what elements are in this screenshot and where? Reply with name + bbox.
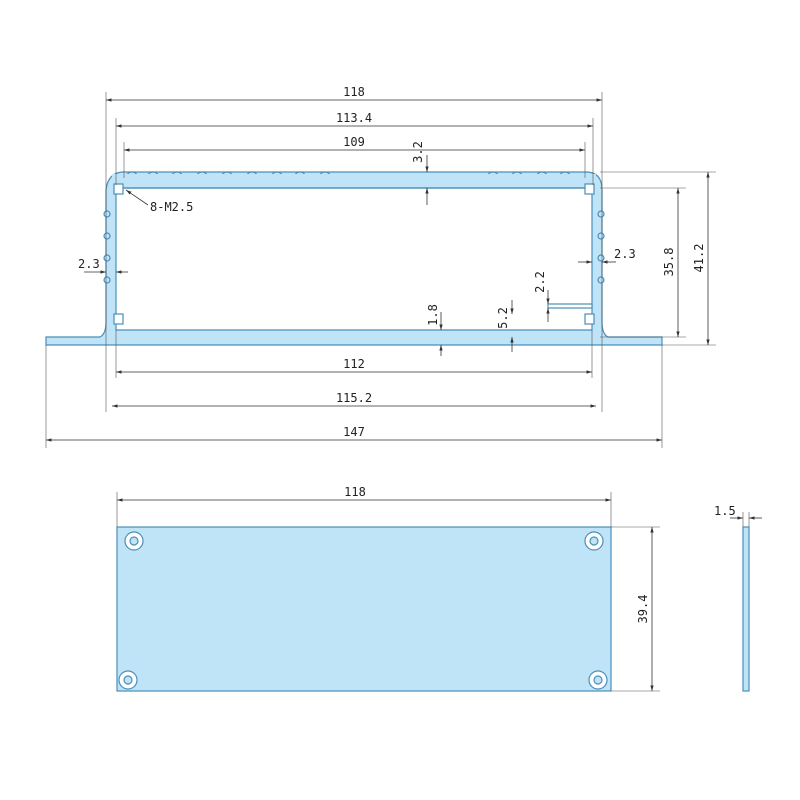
dim-inner-height: 35.8 <box>662 248 676 277</box>
dim-base-width-a: 112 <box>343 357 365 371</box>
dim-left-wall: 2.3 <box>78 257 100 271</box>
dim-plate-thickness: 1.5 <box>714 504 736 518</box>
dim-slot-height: 2.2 <box>533 271 547 293</box>
dim-plate-height: 39.4 <box>636 595 650 624</box>
dim-inner-width-b: 109 <box>343 135 365 149</box>
dim-fin-height: 3.2 <box>411 141 425 163</box>
dim-flange-width: 147 <box>343 425 365 439</box>
mounting-holes <box>118 531 608 690</box>
end-plate-view: 118 39.4 <box>116 485 660 692</box>
dim-base-width-b: 115.2 <box>336 391 372 405</box>
dim-inner-width-a: 113.4 <box>336 111 372 125</box>
dim-thread-callout: 8-M2.5 <box>150 200 193 214</box>
side-view: 1.5 <box>714 504 762 692</box>
dim-base-thickness: 1.8 <box>426 304 440 326</box>
dim-overall-width: 118 <box>343 85 365 99</box>
dim-plate-width: 118 <box>344 485 366 499</box>
inner-slot <box>547 303 593 309</box>
plate-dimension-lines <box>117 498 654 691</box>
profile-dimension-labels: 118 113.4 109 3.2 8-M2.5 2.3 2.3 35.8 41… <box>78 85 706 439</box>
screw-bosses <box>113 183 595 325</box>
profile-extension-lines <box>45 92 716 448</box>
dim-overall-height: 41.2 <box>692 244 706 273</box>
side-extension-lines <box>742 512 750 527</box>
end-plate <box>116 526 612 692</box>
dim-right-wall: 2.3 <box>614 247 636 261</box>
profile-view: 118 113.4 109 3.2 8-M2.5 2.3 2.3 35.8 41… <box>45 85 716 448</box>
dim-flange-offset: 5.2 <box>496 307 510 329</box>
plate-edge <box>742 526 750 692</box>
enclosure-profile <box>45 171 663 346</box>
side-ribs <box>103 210 605 284</box>
profile-dimension-lines <box>46 98 710 442</box>
